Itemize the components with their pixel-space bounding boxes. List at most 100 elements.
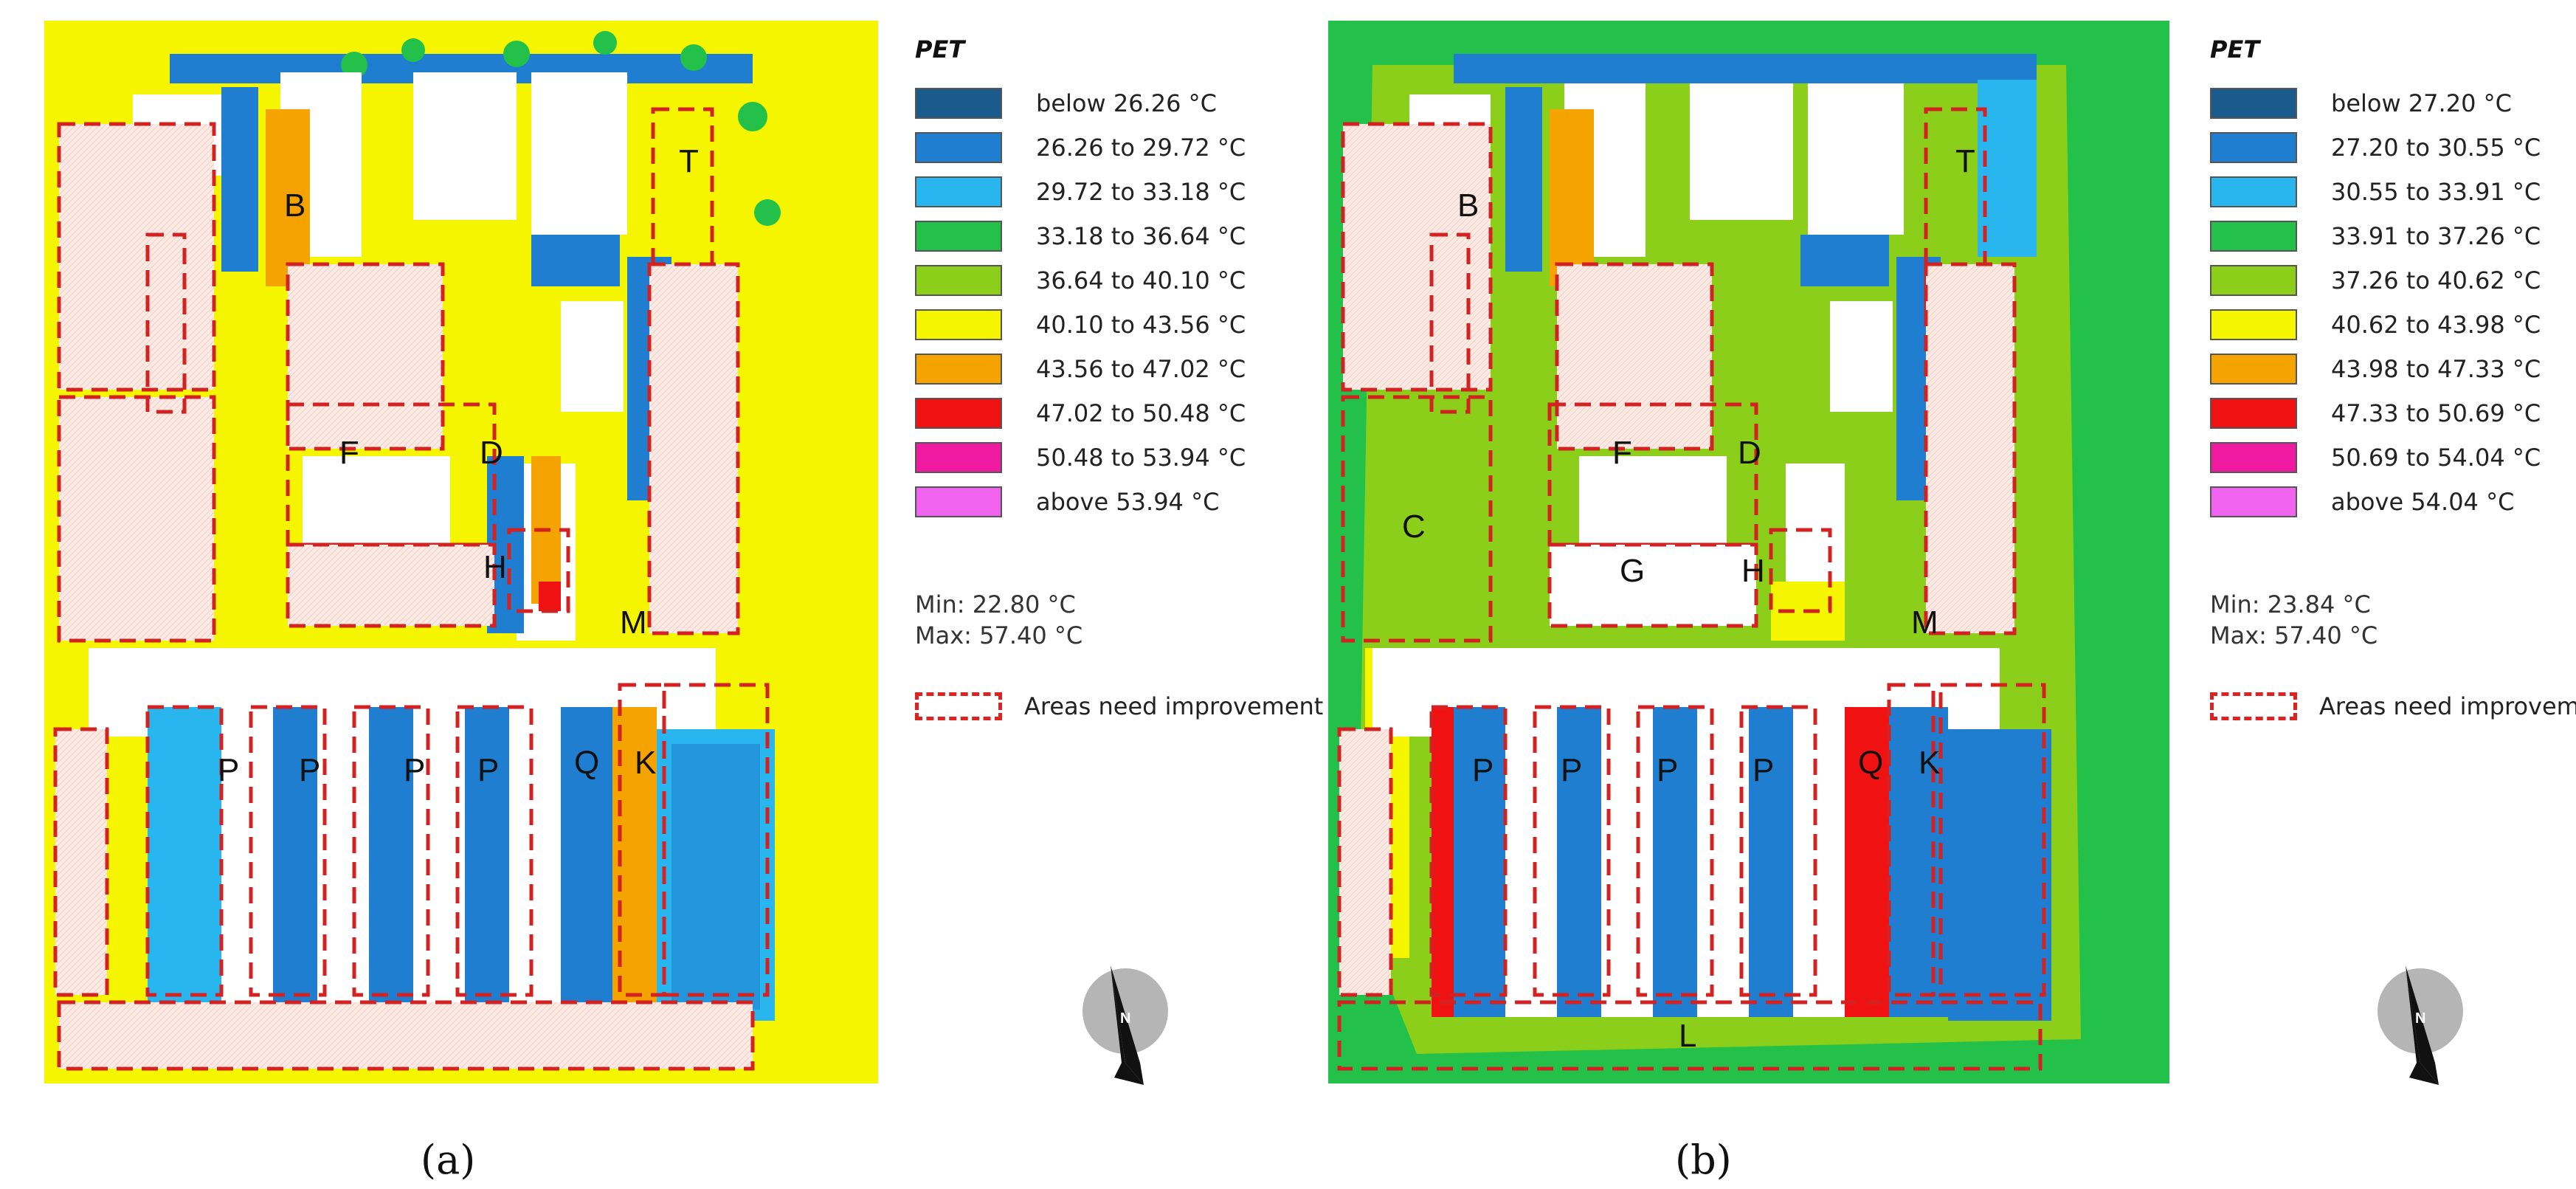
north-arrow-icon: N [1082, 965, 1168, 1085]
panel-caption-a: (a) [421, 1137, 476, 1183]
zone-label-p: P [1657, 752, 1678, 788]
zone-label-f: F [339, 435, 359, 471]
zone-label-p: P [1472, 752, 1494, 788]
improvement-areas [53, 107, 770, 1071]
legend-label: 37.26 to 40.62 °C [2331, 266, 2541, 294]
legend-label: 30.55 to 33.91 °C [2331, 178, 2541, 206]
legend-swatch [915, 442, 1002, 473]
zone-label-k: K [635, 745, 656, 781]
legend-swatch [2210, 88, 2297, 119]
legend-label: 47.33 to 50.69 °C [2331, 399, 2541, 427]
dashed-box-icon [2210, 692, 2297, 720]
legend-item: 50.69 to 54.04 °C [2210, 435, 2576, 480]
legend-item: 26.26 to 29.72 °C [915, 125, 1323, 170]
zone-label-f: F [1612, 435, 1632, 471]
improvement-key: Areas need improvement [2210, 692, 2576, 720]
zone-label-m: M [1911, 604, 1938, 641]
legend-swatch [915, 354, 1002, 385]
panel-caption-b: (b) [1675, 1137, 1732, 1183]
min-value: Min: 23.84 °C [2210, 590, 2371, 618]
legend-item: below 26.26 °C [915, 81, 1323, 125]
legend-item: 33.91 to 37.26 °C [2210, 214, 2576, 258]
legend-label: 33.18 to 36.64 °C [1036, 222, 1246, 250]
legend-swatch [915, 176, 1002, 207]
legend-swatch [2210, 354, 2297, 385]
panel-a: B T F D H M Q K P P P P PET below 26.26 … [44, 21, 1323, 1183]
legend-label: 43.56 to 47.02 °C [1036, 355, 1246, 383]
panel-b: B T C F D G H M Q K L P P P P PET below … [1288, 0, 2576, 1189]
legend-item: 47.33 to 50.69 °C [2210, 391, 2576, 435]
legend-label: 33.91 to 37.26 °C [2331, 222, 2541, 250]
legend-swatch [915, 221, 1002, 252]
zone-label-p: P [1561, 752, 1582, 788]
legend-label: below 26.26 °C [1036, 89, 1217, 117]
legend-swatch [915, 309, 1002, 340]
legend-item: 27.20 to 30.55 °C [2210, 125, 2576, 170]
legend-item: above 54.04 °C [2210, 480, 2576, 524]
legend-label: 40.10 to 43.56 °C [1036, 311, 1246, 339]
legend-item: below 27.20 °C [2210, 81, 2576, 125]
legend-title: PET [915, 35, 965, 63]
zone-label-d: D [480, 435, 503, 471]
improvement-label: Areas need improvement [2319, 692, 2576, 720]
zone-label-g: G [1620, 553, 1645, 589]
legend-rows-a: below 26.26 °C 26.26 to 29.72 °C 29.72 to … [915, 81, 1323, 524]
legend-item: 40.10 to 43.56 °C [915, 303, 1323, 347]
zone-label-p: P [218, 752, 239, 788]
north-label: N [1120, 1010, 1130, 1027]
vegetation-top [170, 31, 781, 226]
legend-item: 50.48 to 53.94 °C [915, 435, 1323, 480]
improvement-label: Areas need improvement [1024, 692, 1324, 720]
legend-item: 36.64 to 40.10 °C [915, 258, 1323, 303]
legend-swatch [915, 132, 1002, 163]
zone-label-d: D [1738, 435, 1761, 471]
zone-label-c: C [1402, 509, 1426, 545]
zone-label-h: H [1741, 553, 1765, 589]
legend-swatch [2210, 442, 2297, 473]
legend-swatch [2210, 265, 2297, 296]
legend-label: 43.98 to 47.33 °C [2331, 355, 2541, 383]
legend-swatch [915, 265, 1002, 296]
zone-label-b: B [1457, 187, 1479, 224]
legend-item: 37.26 to 40.62 °C [2210, 258, 2576, 303]
zone-label-m: M [620, 604, 647, 641]
zone-label-p: P [1753, 752, 1774, 788]
max-value: Max: 57.40 °C [2210, 621, 2378, 649]
legend-swatch [2210, 398, 2297, 429]
legend-label: above 53.94 °C [1036, 488, 1220, 516]
legend-item: 30.55 to 33.91 °C [2210, 170, 2576, 214]
legend-label: 50.69 to 54.04 °C [2331, 444, 2541, 472]
minmax: Min: 22.80 °C Max: 57.40 °C [915, 589, 1323, 651]
legend-swatch [915, 88, 1002, 119]
legend-label: 27.20 to 30.55 °C [2331, 134, 2541, 162]
north-arrow-icon: N [2378, 965, 2463, 1085]
zone-label-k: K [1919, 745, 1940, 781]
legend-title: PET [2210, 35, 2260, 63]
north-label: N [2415, 1010, 2425, 1027]
legend-swatch [2210, 309, 2297, 340]
legend-b: PET below 27.20 °C 27.20 to 30.55 °C 30.55… [2210, 35, 2576, 720]
minmax: Min: 23.84 °C Max: 57.40 °C [2210, 589, 2576, 651]
pet-patches [1432, 54, 2051, 1021]
zone-label-p: P [477, 752, 499, 788]
pet-map-a: B T F D H M Q K P P P P [44, 21, 878, 1083]
legend-label: 50.48 to 53.94 °C [1036, 444, 1246, 472]
zone-label-t: T [1955, 143, 1975, 179]
zone-label-q: Q [574, 745, 599, 781]
zone-label-h: H [483, 549, 507, 585]
legend-item: 33.18 to 36.64 °C [915, 214, 1323, 258]
legend-swatch [915, 486, 1002, 517]
legend-item: above 53.94 °C [915, 480, 1323, 524]
zone-label-t: T [679, 143, 699, 179]
legend-label: 40.62 to 43.98 °C [2331, 311, 2541, 339]
legend-a: PET below 26.26 °C 26.26 to 29.72 °C 29.72… [915, 35, 1323, 720]
legend-swatch [2210, 176, 2297, 207]
dashed-box-icon [915, 692, 1002, 720]
zone-label-l: L [1679, 1018, 1696, 1054]
legend-item: 43.56 to 47.02 °C [915, 347, 1323, 391]
legend-label: 26.26 to 29.72 °C [1036, 134, 1246, 162]
legend-label: 29.72 to 33.18 °C [1036, 178, 1246, 206]
zone-label-p: P [404, 752, 425, 788]
improvement-areas [1337, 107, 2046, 1071]
legend-swatch [2210, 486, 2297, 517]
